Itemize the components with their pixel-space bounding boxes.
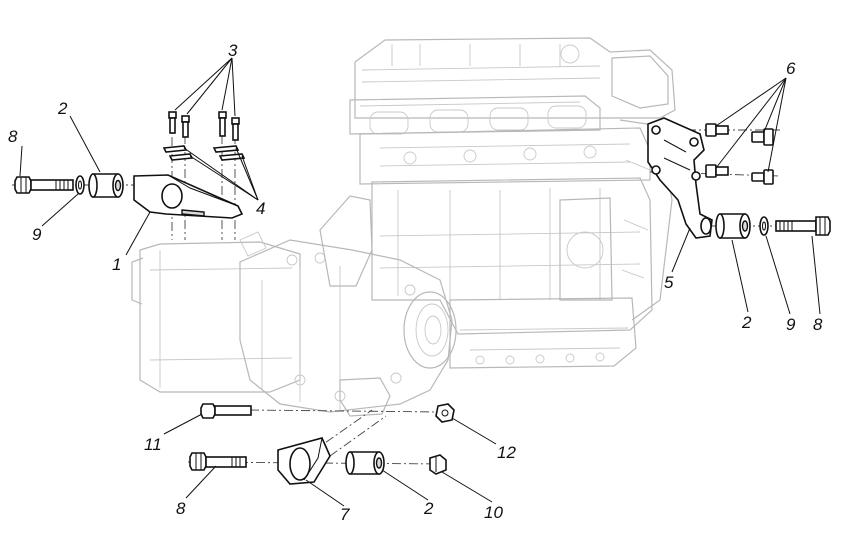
leader-lines (19, 57, 821, 507)
bracket-7-lower (277, 437, 331, 485)
bolt-8-right (775, 216, 831, 236)
bolt-6-d (751, 169, 774, 185)
callout-8: 8 (8, 127, 18, 146)
bolt-3-d (231, 117, 240, 141)
bolt-6-a (705, 123, 729, 137)
bolt-6-b (751, 128, 774, 146)
callout-2: 2 (57, 99, 68, 118)
callout-2: 2 (741, 313, 752, 332)
callout-12: 12 (497, 443, 516, 462)
callout-4: 4 (256, 199, 265, 218)
bolts-3 (168, 111, 240, 141)
callout-11: 11 (144, 435, 162, 454)
callout-10: 10 (484, 503, 503, 522)
bracket-1-left (133, 174, 244, 219)
callouts: 3 2 8 9 1 4 6 5 2 9 8 11 12 8 7 2 10 (8, 41, 823, 524)
callout-5: 5 (664, 273, 674, 292)
callout-9: 9 (786, 315, 796, 334)
bolt-8-upper-left (14, 176, 74, 194)
callout-8: 8 (813, 315, 823, 334)
bracket-5-right (647, 117, 713, 239)
callout-7: 7 (340, 505, 350, 524)
bolts-6 (705, 123, 774, 185)
nut-12 (435, 403, 455, 423)
bushing-2-right (715, 213, 751, 239)
engine-illustration (131, 37, 676, 417)
nut-10 (429, 454, 447, 475)
bolt-6-c (705, 164, 729, 178)
bolt-3-c (218, 111, 227, 137)
bushing-2-upper-left (88, 173, 124, 198)
callout-3: 3 (228, 41, 238, 60)
bolt-8-lower (189, 452, 247, 471)
callout-9: 9 (32, 225, 42, 244)
bolt-11 (200, 403, 252, 419)
callout-2: 2 (423, 499, 434, 518)
callout-1: 1 (112, 255, 121, 274)
bushing-2-lower (345, 451, 385, 475)
washer-9-left (75, 175, 85, 195)
bolt-3-a (168, 111, 177, 134)
washer-9-right (759, 216, 769, 236)
bolt-3-b (181, 115, 190, 138)
callout-6: 6 (786, 59, 796, 78)
tab-washers-4 (162, 145, 246, 161)
callout-8: 8 (176, 499, 186, 518)
